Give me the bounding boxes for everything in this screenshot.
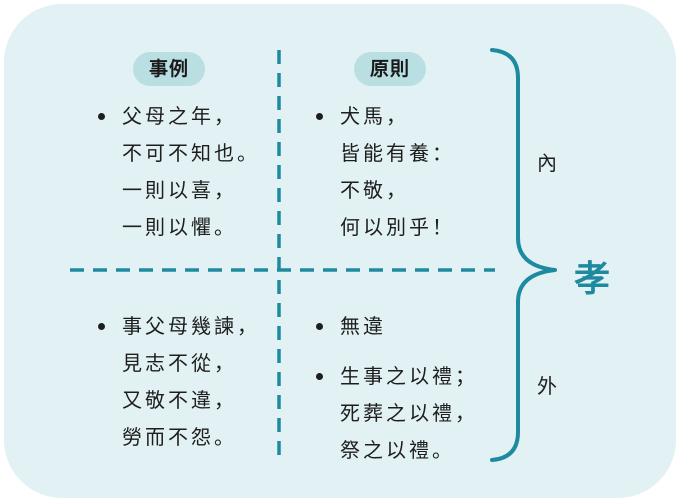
text-line: 父母之年，	[122, 104, 237, 128]
text-line: 事父母幾諫，	[122, 314, 260, 338]
header-principles: 原則	[354, 52, 427, 86]
text-line: 不可不知也。	[122, 141, 260, 165]
text-line: 祭之以禮。	[340, 438, 455, 462]
text-line: 犬馬，	[340, 104, 409, 128]
bullet-item: 事父母幾諫， 見志不從， 又敬不違， 勞而不怨。	[94, 308, 260, 456]
text-line: 不敬，	[340, 178, 409, 202]
text-line: 見志不從，	[122, 351, 237, 375]
label-filial-piety: 孝	[574, 259, 611, 300]
text-line: 勞而不怨。	[122, 425, 237, 449]
text-line: 死葬之以禮，	[340, 401, 478, 425]
bullet-item: 父母之年， 不可不知也。一則以喜， 一則以懼。	[94, 98, 260, 246]
bullet-item: 犬馬， 皆能有養： 不敬， 何以別乎！	[312, 98, 455, 246]
text-line: 何以別乎！	[340, 215, 455, 239]
text-line: 無違	[340, 314, 386, 338]
text-line: 皆能有養：	[340, 141, 455, 165]
text-line: 又敬不違，	[122, 388, 237, 412]
quadrant-top-left: 父母之年， 不可不知也。一則以喜， 一則以懼。	[94, 98, 260, 246]
text-line: 生事之以禮；	[340, 364, 478, 388]
diagram-panel	[4, 4, 676, 498]
quadrant-bottom-right: 無違生事之以禮； 死葬之以禮， 祭之以禮。	[312, 308, 478, 469]
bullet-item: 無違	[312, 308, 478, 345]
quadrant-top-right: 犬馬， 皆能有養： 不敬， 何以別乎！	[312, 98, 455, 246]
text-line: 一則以喜，	[122, 178, 237, 202]
text-line: 一則以懼。	[122, 215, 237, 239]
quadrant-bottom-left: 事父母幾諫， 見志不從， 又敬不違， 勞而不怨。	[94, 308, 260, 456]
header-examples: 事例	[133, 52, 206, 86]
label-inner: 內	[537, 151, 557, 175]
bullet-item: 生事之以禮； 死葬之以禮， 祭之以禮。	[312, 358, 478, 469]
curly-brace	[490, 48, 557, 462]
label-outer: 外	[537, 374, 557, 398]
